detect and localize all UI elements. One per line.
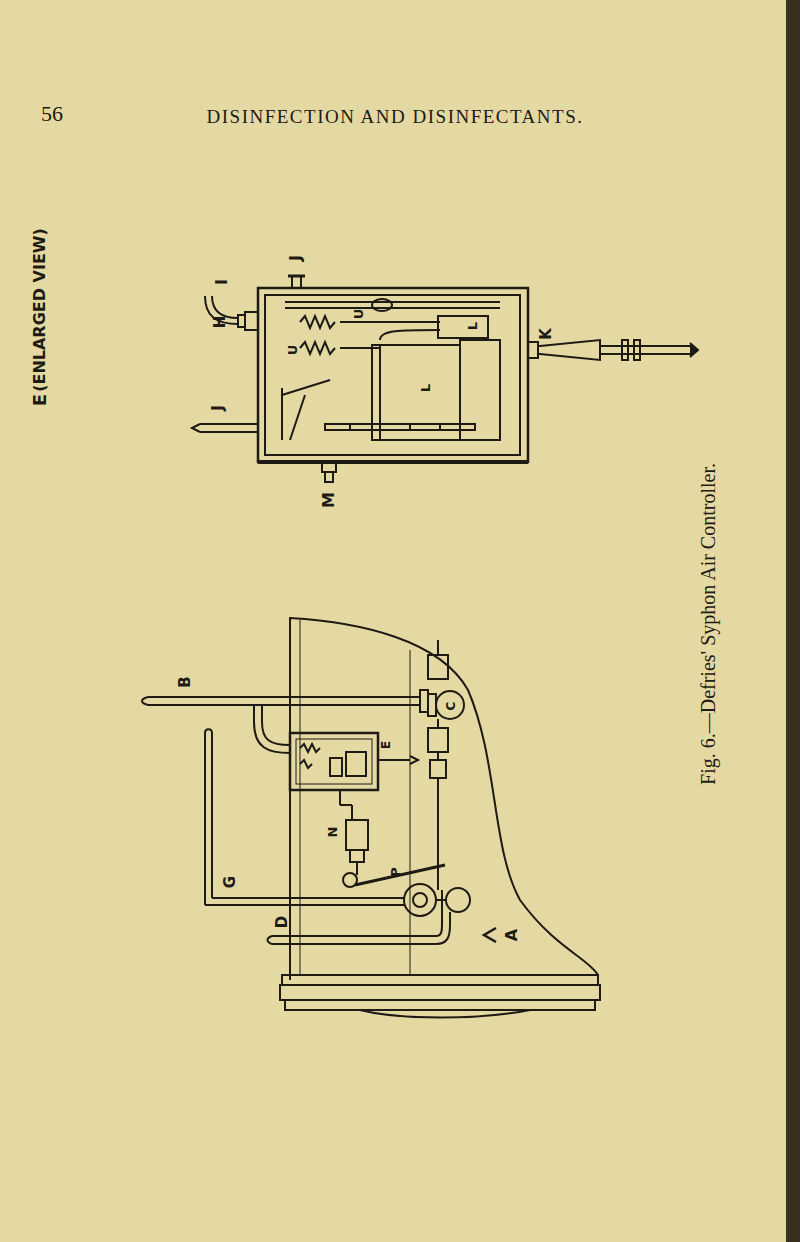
page-number: 56 — [41, 103, 63, 125]
part-letter: H — [213, 316, 228, 329]
part-letter: U — [352, 309, 365, 320]
part-letter: G — [223, 876, 238, 888]
binding-edge — [786, 0, 800, 1242]
part-letter: J — [211, 405, 226, 411]
part-letter: J — [288, 255, 304, 261]
part-letter: E — [380, 741, 392, 749]
part-letter: A — [504, 929, 520, 941]
part-letter: I — [215, 279, 230, 285]
machine-view — [142, 618, 600, 1018]
part-letter: B — [178, 676, 193, 687]
part-letter: U — [286, 345, 299, 356]
part-letter: M — [321, 492, 337, 508]
enlarged-view — [192, 276, 698, 482]
running-head: DISINFECTION AND DISINFECTANTS. — [207, 107, 584, 126]
part-letter: P — [389, 867, 402, 877]
part-letter: L — [419, 384, 432, 392]
part-letter: K — [539, 328, 554, 340]
view-note: (ENLARGED VIEW) — [32, 228, 48, 392]
part-letter: C — [445, 702, 457, 711]
part-letter: L — [466, 322, 479, 330]
figure-caption: Fig. 6.—Defries' Syphon Air Controller. — [698, 463, 718, 785]
part-letter: N — [326, 827, 339, 838]
view-letter: E — [31, 394, 49, 406]
part-letter: D — [275, 916, 290, 928]
